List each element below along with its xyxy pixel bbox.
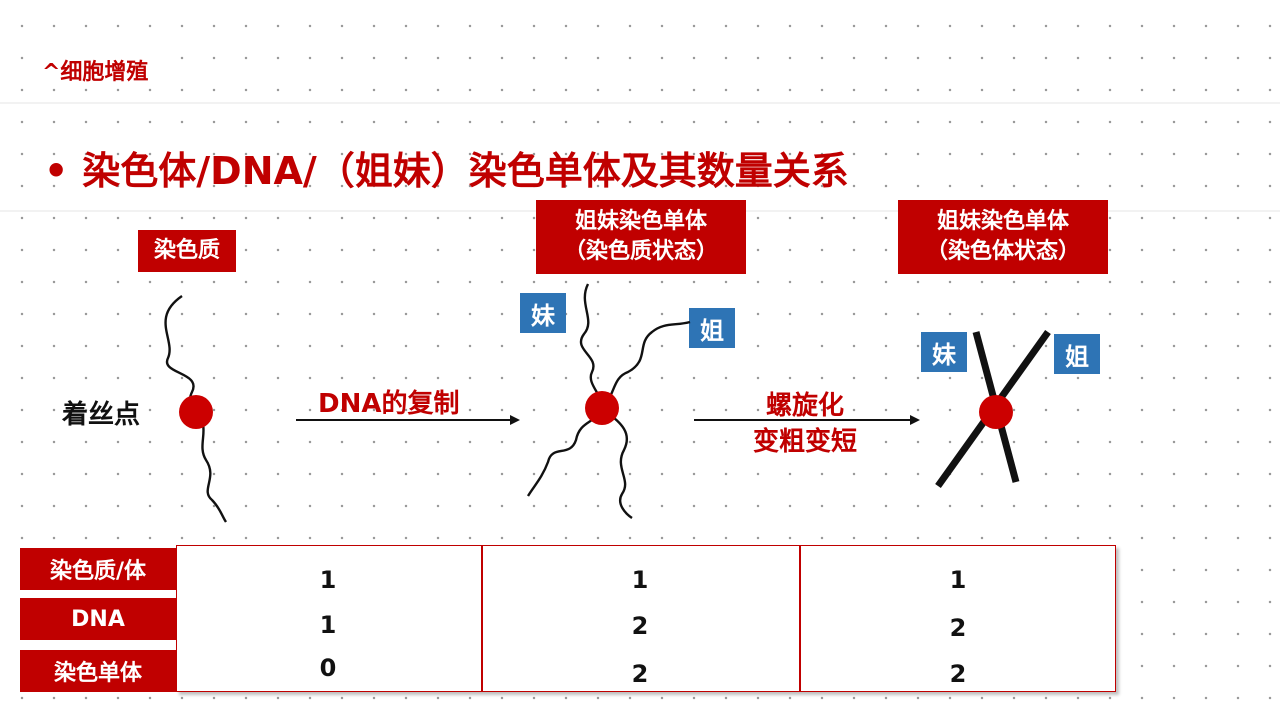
sister-chromatid-elder-strand: [601, 320, 691, 519]
count-table: [176, 545, 1116, 692]
sister-chromatin-label-line1: 姐妹染色单体: [574, 209, 707, 234]
centromere-label: 着丝点: [62, 400, 141, 430]
centromere-dot-sister-chromatin: [585, 391, 619, 425]
cell-chromosome-chromatid-count: 2: [949, 660, 967, 688]
replication-label: DNA的复制: [318, 386, 459, 422]
condensation-label: 螺旋化 变粗变短: [730, 388, 880, 460]
chromatin-label: 染色质: [153, 238, 220, 263]
replication-arrowhead: [510, 415, 520, 425]
sister-chromatid-younger-strand: [526, 283, 604, 497]
condensation-label-line2: 变粗变短: [752, 427, 857, 457]
sister-chromosome-label-box: 姐妹染色单体 （染色体状态）: [898, 200, 1108, 274]
younger-sister-tag-chromosome: 妹: [921, 332, 967, 372]
slide-title: • 染色体/DNA/（姐妹）染色单体及其数量关系: [44, 140, 849, 195]
sister-chromatin-label-box: 姐妹染色单体 （染色质状态）: [536, 200, 746, 274]
row-label-chromatid: 染色单体: [20, 650, 176, 692]
chromatin-label-box: 染色质: [138, 230, 236, 272]
centromere-dot-chromatin: [179, 395, 213, 429]
cell-sister-chromatin-dna-count: 2: [631, 612, 649, 640]
table-divider-1: [481, 545, 483, 692]
younger-sister-tag-chromatin: 妹: [520, 293, 566, 333]
row-label-chromosome: 染色质/体: [20, 548, 176, 590]
guide-line-top: [0, 102, 1280, 104]
cell-sister-chromatin-chromosome-count: 1: [631, 566, 649, 594]
cell-chromosome-dna-count: 2: [949, 614, 967, 642]
cell-chromatin-chromatid-count: 0: [319, 654, 337, 682]
title-bullet: •: [44, 149, 69, 193]
cell-chromatin-dna-count: 1: [319, 611, 337, 639]
cell-chromatin-chromosome-count: 1: [319, 566, 337, 594]
sister-chromosome-label-line2: （染色体状态）: [925, 239, 1080, 264]
sister-chromatin-label-line2: （染色质状态）: [563, 239, 718, 264]
cell-sister-chromatin-chromatid-count: 2: [631, 660, 649, 688]
elder-sister-tag-chromosome: 姐: [1054, 334, 1100, 374]
table-divider-2: [799, 545, 801, 692]
cell-chromosome-chromosome-count: 1: [949, 566, 967, 594]
condensation-arrowhead: [910, 415, 920, 425]
condensation-label-line1: 螺旋化: [765, 391, 844, 421]
replication-label-text: DNA的复制: [318, 389, 460, 419]
row-label-dna: DNA: [20, 598, 176, 640]
section-tag: ^细胞增殖: [38, 54, 153, 86]
title-text: 染色体/DNA/（姐妹）染色单体及其数量关系: [82, 149, 849, 193]
sister-chromosome-label-line1: 姐妹染色单体: [936, 209, 1069, 234]
elder-sister-tag-chromatin: 姐: [689, 308, 735, 348]
centromere-dot-chromosome: [979, 395, 1013, 429]
